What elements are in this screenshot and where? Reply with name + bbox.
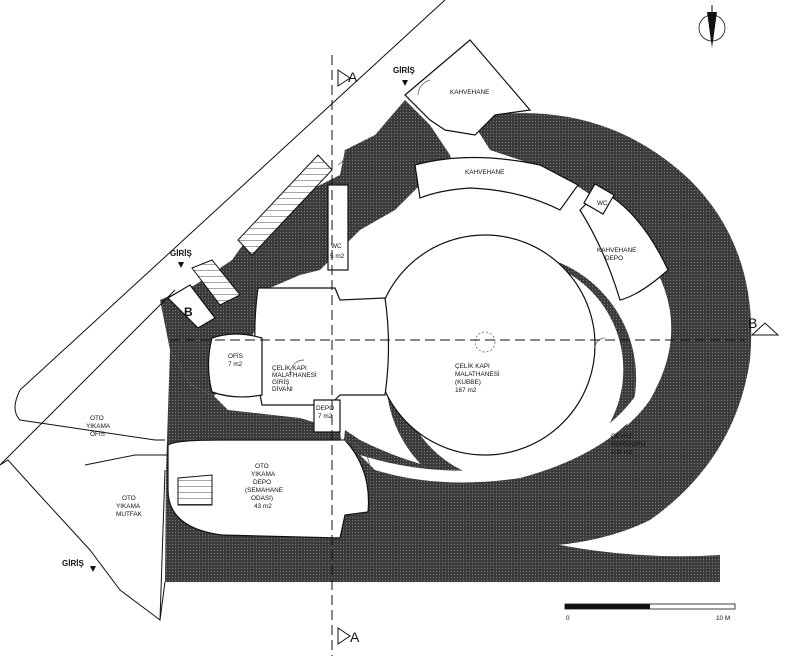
label-wc-left-1: WC <box>331 243 342 250</box>
label-kahvehane-top: KAHVEHANE <box>450 89 489 96</box>
label-oto-ofis-3: OFİS <box>90 429 105 438</box>
label-oto-ofis-1: OTO <box>90 415 104 422</box>
label-giris-top: GİRİŞ <box>393 66 415 75</box>
scale-end: 10 M <box>716 615 730 622</box>
room-voids <box>167 39 672 539</box>
label-celik-small-4: DİVANI <box>272 384 293 393</box>
label-giris-bottom: GİRİŞ <box>62 559 84 568</box>
label-oto-depo-3: DEPO <box>253 479 271 486</box>
label-oto-depo-4: (SEMAHANE <box>245 487 283 494</box>
kahvehane-bar <box>414 156 579 211</box>
label-oto-depo-6: 43 m2 <box>254 503 272 510</box>
label-oto-depo-1: OTO <box>255 463 269 470</box>
label-kahvehane-depo-2: DEPO <box>605 255 623 262</box>
label-wc-left-2: 5 m2 <box>330 253 345 260</box>
label-letter-b: B <box>184 305 193 319</box>
scale-bar: 0 10 M <box>564 603 736 622</box>
label-ofis-1: OFİS <box>228 351 243 360</box>
door-swings <box>289 79 606 471</box>
label-depo-small-1: DEPO <box>316 405 334 412</box>
label-cevre-2: KORİDORU <box>611 439 646 448</box>
entry-arrows <box>90 80 408 572</box>
label-cevre-1: ÇEVRE <box>611 433 633 440</box>
label-celik-small-2: MALATHANESİ <box>272 370 317 379</box>
label-oto-depo-2: YIKAMA <box>251 471 276 478</box>
label-depo-small-2: 7 m2 <box>318 413 333 420</box>
label-oto-mutfak-1: OTO <box>122 495 136 502</box>
label-ofis-2: 7 m2 <box>228 361 243 368</box>
label-celik-small-1: ÇELİK KAPI <box>272 363 307 372</box>
label-oto-mutfak-3: MUTFAK <box>116 511 143 518</box>
stairs-icon <box>177 154 333 506</box>
section-b-right: B <box>748 315 757 331</box>
section-lines <box>170 55 780 656</box>
room-labels: KAHVEHANE KAHVEHANE KAHVEHANE DEPO WC WC… <box>62 66 646 568</box>
label-kahvehane-depo-1: KAHVEHANE <box>597 247 636 254</box>
label-cevre-3: 105 m2 <box>611 449 633 456</box>
label-celik-small-3: GİRİŞ <box>272 377 289 386</box>
label-celik-main-1: ÇELİK KAPI <box>455 361 490 370</box>
label-oto-ofis-2: YIKAMA <box>86 423 111 430</box>
label-wc-right: WC <box>597 200 608 207</box>
label-kahvehane-mid: KAHVEHANE <box>465 169 504 176</box>
label-celik-main-2: MALATHANESİ <box>455 369 500 378</box>
dome-hall <box>374 234 596 456</box>
label-oto-depo-5: ODASI) <box>251 495 273 502</box>
site-lines <box>0 0 446 621</box>
section-a-top: A <box>348 69 358 85</box>
north-arrow-icon <box>698 5 726 48</box>
label-celik-main-4: 167 m2 <box>455 387 477 394</box>
section-a-bottom: A <box>350 629 360 645</box>
scale-start: 0 <box>566 615 570 622</box>
label-celik-main-3: (KUBBE) <box>455 379 481 386</box>
label-giris-left: GİRİŞ <box>170 249 192 258</box>
label-oto-mutfak-2: YIKAMA <box>116 503 141 510</box>
